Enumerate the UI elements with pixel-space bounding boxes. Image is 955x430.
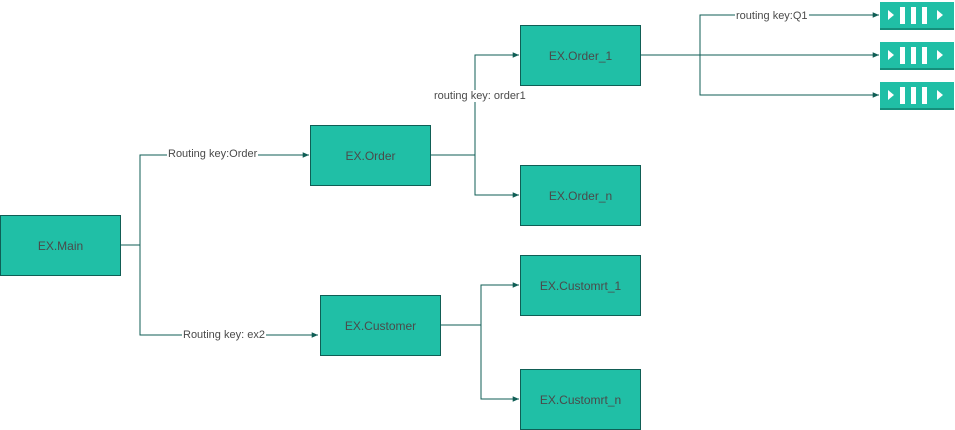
queue-icon[interactable] — [880, 82, 954, 110]
edge-label-routing-key-order: Routing key:Order — [167, 148, 259, 160]
node-ex-customer-n[interactable]: EX.Customrt_n — [520, 369, 641, 430]
queue-icon-glyph — [888, 7, 943, 24]
edge-label-routing-key-order1: routing key: order1 — [433, 90, 527, 102]
queue-icon-glyph — [888, 87, 943, 104]
node-ex-customer-1[interactable]: EX.Customrt_1 — [520, 255, 641, 316]
edge-order-to-order-1 — [430, 52, 519, 156]
edge-main-to-order — [120, 152, 309, 246]
queue-icon[interactable] — [880, 42, 954, 70]
edge-label-routing-key-q1: routing key:Q1 — [735, 10, 809, 22]
node-ex-order-1[interactable]: EX.Order_1 — [520, 25, 641, 86]
edge-customer-to-customer-1 — [440, 282, 519, 326]
node-ex-main[interactable]: EX.Main — [0, 215, 121, 276]
queue-icon-glyph — [888, 47, 943, 64]
node-ex-order[interactable]: EX.Order — [310, 125, 431, 186]
node-ex-customer[interactable]: EX.Customer — [320, 295, 441, 356]
edge-order-1-to-queue-3 — [699, 55, 879, 98]
edge-order-to-order-n — [474, 155, 519, 198]
queue-icon[interactable] — [880, 2, 954, 30]
edge-customer-to-customer-n — [480, 325, 519, 402]
edge-label-routing-key-ex2: Routing key: ex2 — [182, 329, 266, 341]
node-ex-order-n[interactable]: EX.Order_n — [520, 165, 641, 226]
edge-main-to-customer — [139, 245, 318, 338]
